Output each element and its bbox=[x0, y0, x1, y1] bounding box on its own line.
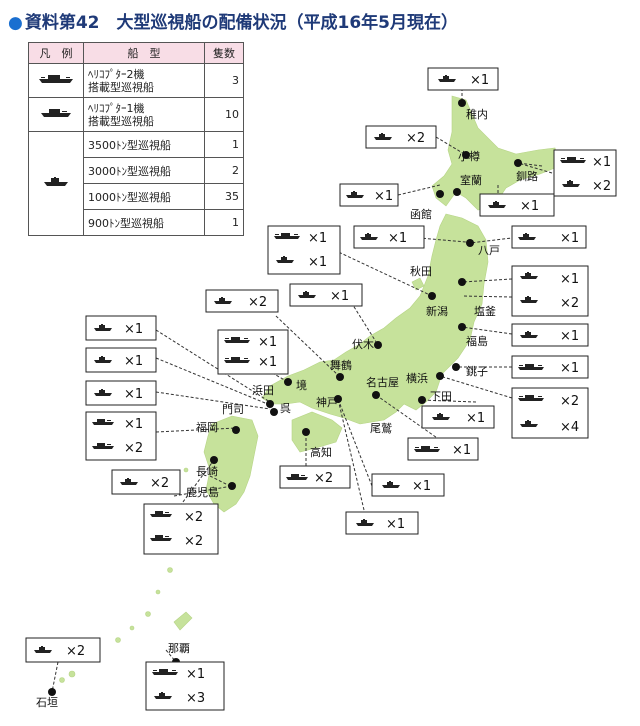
count-label: ×1 bbox=[452, 443, 471, 458]
leader-lines bbox=[51, 88, 577, 693]
kyushu bbox=[203, 415, 259, 513]
port-label: 那覇 bbox=[168, 642, 190, 655]
count-label: ×1 bbox=[124, 417, 143, 432]
count-label: ×1 bbox=[124, 387, 143, 402]
legend-count: 2 bbox=[204, 157, 244, 184]
port-label: 浜田 bbox=[252, 384, 274, 397]
count-label: ×1 bbox=[124, 322, 143, 337]
port-label: 伏木 bbox=[352, 337, 374, 351]
count-label: ×1 bbox=[412, 479, 431, 494]
port-label: 高知 bbox=[310, 445, 332, 459]
port-label: 福島 bbox=[466, 334, 488, 348]
port-label: 新潟 bbox=[426, 304, 448, 318]
legend-type: 900ﾄﾝ型巡視船 bbox=[83, 209, 205, 236]
count-label: ×4 bbox=[560, 420, 579, 435]
count-label: ×2 bbox=[184, 534, 203, 549]
port-label: 神戸 bbox=[316, 395, 338, 409]
legend-count: 35 bbox=[204, 183, 244, 210]
count-label: ×1 bbox=[308, 255, 327, 270]
count-label: ×1 bbox=[466, 411, 485, 426]
legend-type: 1000ﾄﾝ型巡視船 bbox=[83, 183, 205, 210]
port-labels: 稚内 小樽 室蘭 釧路 函館 八戸 秋田 新潟 塩釜 福島 伏木 舞鶴 境 浜田… bbox=[36, 107, 538, 709]
port-label: 呉 bbox=[280, 402, 291, 415]
port-label: 函館 bbox=[410, 207, 432, 221]
port-label: 境 bbox=[296, 378, 307, 392]
count-label: ×1 bbox=[388, 231, 407, 246]
legend-heli1-icon bbox=[28, 97, 84, 132]
port-label: 石垣 bbox=[36, 696, 58, 709]
count-label: ×2 bbox=[560, 394, 579, 409]
hokkaido bbox=[431, 95, 561, 211]
count-label: ×1 bbox=[330, 289, 349, 304]
port-label: 室蘭 bbox=[460, 173, 482, 187]
count-label: ×1 bbox=[560, 329, 579, 344]
page-title: ●資料第42 大型巡視船の配備状況（平成16年5月現在） bbox=[8, 13, 458, 33]
count-label: ×1 bbox=[560, 231, 579, 246]
legend-type: ﾍﾘｺﾌﾟﾀｰ1機 搭載型巡視船 bbox=[83, 97, 205, 132]
count-label: ×1 bbox=[258, 335, 277, 350]
port-label: 名古屋 bbox=[366, 375, 399, 389]
count-label: ×1 bbox=[470, 73, 489, 88]
count-label: ×2 bbox=[406, 131, 425, 146]
port-label: 門司 bbox=[222, 403, 244, 416]
count-label: ×2 bbox=[184, 510, 203, 525]
port-label: 稚内 bbox=[466, 107, 488, 121]
count-label: ×2 bbox=[66, 644, 85, 659]
count-label: ×1 bbox=[520, 199, 539, 214]
port-label: 鹿児島 bbox=[186, 485, 219, 499]
port-label: 釧路 bbox=[516, 169, 538, 183]
port-label: 尾鷲 bbox=[370, 421, 392, 435]
port-label: 長崎 bbox=[196, 464, 218, 478]
count-label: ×1 bbox=[186, 667, 205, 682]
count-label: ×1 bbox=[258, 355, 277, 370]
count-label: ×1 bbox=[386, 517, 405, 532]
count-label: ×3 bbox=[186, 691, 205, 706]
legend-header-symbol: 凡 例 bbox=[28, 42, 84, 64]
legend-count: 1 bbox=[204, 131, 244, 158]
land-shapes bbox=[59, 95, 561, 683]
sado bbox=[411, 277, 425, 291]
legend-ship-icon bbox=[28, 131, 84, 236]
count-label: ×1 bbox=[308, 231, 327, 246]
port-label: 秋田 bbox=[410, 264, 432, 278]
count-label: ×1 bbox=[560, 361, 579, 376]
count-label: ×2 bbox=[150, 476, 169, 491]
count-label: ×2 bbox=[592, 179, 611, 194]
port-label: 塩釜 bbox=[474, 304, 496, 318]
port-label: 銚子 bbox=[466, 364, 488, 378]
port-label: 横浜 bbox=[406, 371, 428, 385]
count-label: ×1 bbox=[560, 272, 579, 287]
legend-header-type: 船 型 bbox=[83, 42, 205, 64]
count-label: ×2 bbox=[314, 471, 333, 486]
port-label: 下田 bbox=[430, 390, 452, 403]
count-label: ×1 bbox=[592, 155, 611, 170]
legend-table: 凡 例 船 型 隻数 ﾍﾘｺﾌﾟﾀｰ2機 搭載型巡視船 3 ﾍﾘｺﾌﾟﾀｰ1機 … bbox=[28, 42, 244, 236]
count-label: ×1 bbox=[374, 189, 393, 204]
count-label: ×1 bbox=[124, 354, 143, 369]
count-label: ×2 bbox=[124, 441, 143, 456]
count-label: ×2 bbox=[560, 296, 579, 311]
honshu bbox=[261, 213, 489, 425]
count-label: ×2 bbox=[248, 295, 267, 310]
port-label: 舞鶴 bbox=[330, 358, 352, 372]
legend-type: ﾍﾘｺﾌﾟﾀｰ2機 搭載型巡視船 bbox=[83, 63, 205, 98]
port-label: 小樽 bbox=[458, 149, 480, 163]
legend-count: 1 bbox=[204, 209, 244, 236]
deployment-boxes: ×1 ×2 ×1 ×1 ×1 ×2 ×1 ×1 ×1 ×2 ×1 ×1 ×2 ×… bbox=[25, 67, 617, 711]
port-label: 福岡 bbox=[196, 420, 218, 434]
port-label: 八戸 bbox=[478, 244, 500, 257]
shikoku bbox=[291, 411, 343, 453]
